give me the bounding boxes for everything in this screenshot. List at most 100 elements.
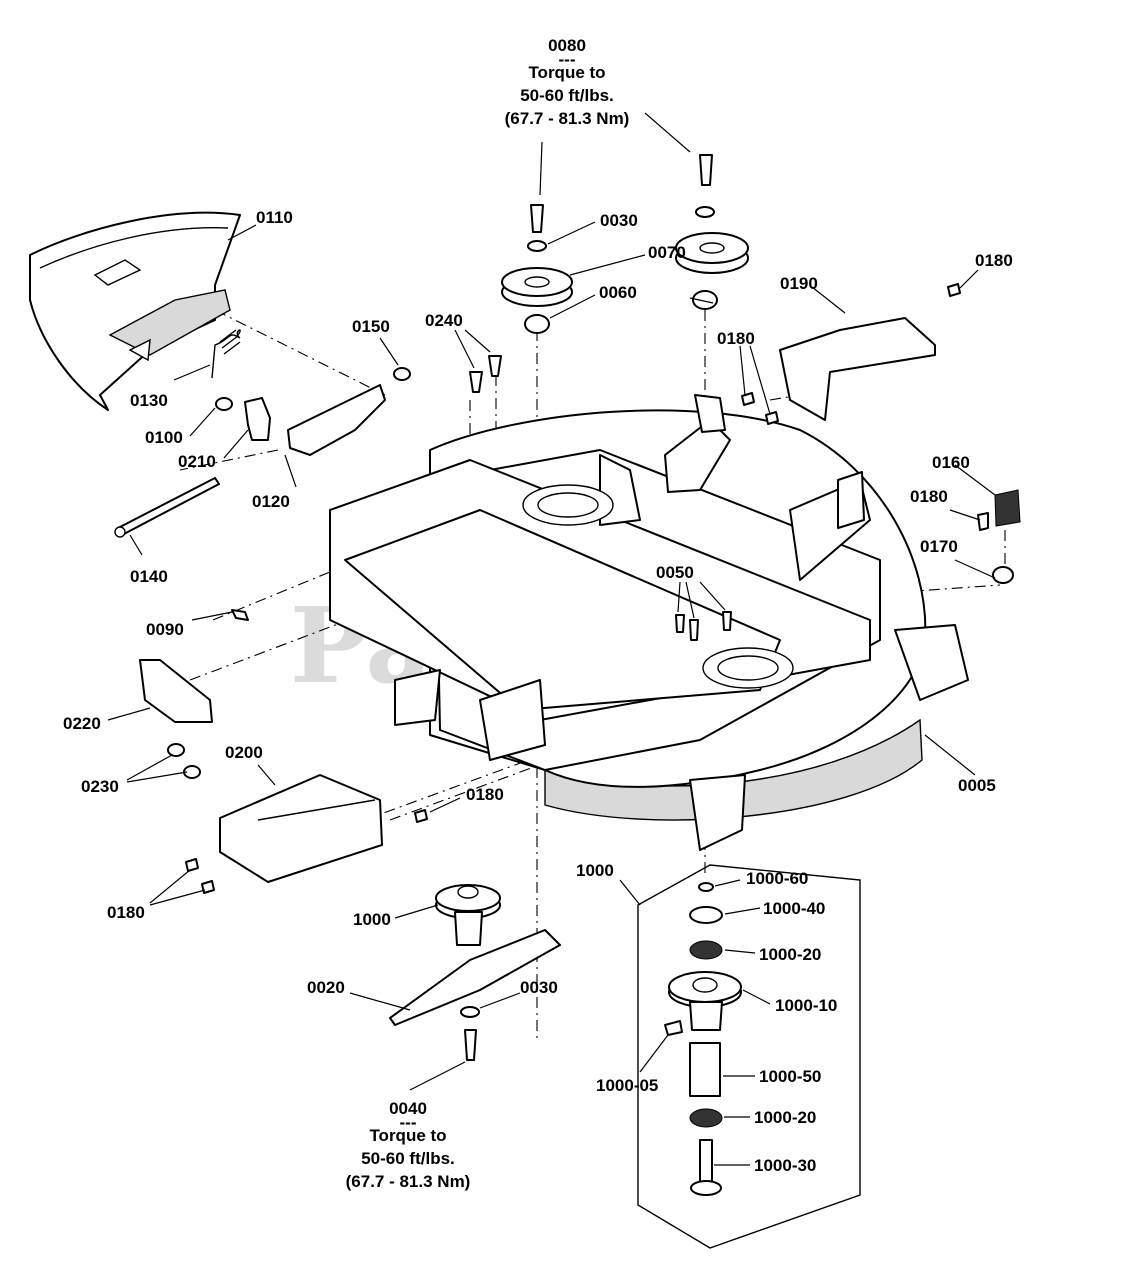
blade-bolt <box>464 1029 477 1061</box>
spacer-right <box>692 290 718 310</box>
label-0140: 0140 <box>130 567 168 586</box>
label-1000-20-lower: 1000-20 <box>754 1108 816 1127</box>
screw-0180-c <box>765 411 779 425</box>
note-top-line1: Torque to <box>528 63 605 82</box>
note-bottom-part: 0040 <box>389 1099 427 1118</box>
label-1000-20-upper: 1000-20 <box>759 945 821 964</box>
label-0050: 0050 <box>656 563 694 582</box>
hinge-rod <box>117 477 220 536</box>
label-0180-center: 0180 <box>717 329 755 348</box>
pulley-bolt-left <box>530 204 544 233</box>
bracket <box>244 397 271 441</box>
label-0180-cover: 0180 <box>466 785 504 804</box>
belt-cover-right <box>779 317 936 421</box>
shaft-head <box>690 1180 722 1196</box>
spacer-tube <box>689 1042 721 1097</box>
label-0200: 0200 <box>225 743 263 762</box>
label-0240: 0240 <box>425 311 463 330</box>
note-bottom-line1: Torque to <box>369 1126 446 1145</box>
carriage-bolt <box>231 609 249 621</box>
label-0170: 0170 <box>920 537 958 556</box>
screw-0180-f <box>201 880 215 894</box>
torque-note-top: 0080 --- Torque to 50-60 ft/lbs. (67.7 -… <box>505 36 630 128</box>
discharge-chute <box>29 211 241 411</box>
screw-0050-c <box>722 611 732 631</box>
label-0210: 0210 <box>178 452 216 471</box>
detail-frame <box>637 864 861 1249</box>
bearing-upper <box>689 940 723 960</box>
mower-deck <box>329 394 969 851</box>
label-0230: 0230 <box>81 777 119 796</box>
screw-0050-a <box>675 614 685 633</box>
label-0120: 0120 <box>252 492 290 511</box>
label-1000-40: 1000-40 <box>763 899 825 918</box>
label-0060: 0060 <box>599 283 637 302</box>
chute-bracket <box>139 659 213 723</box>
washer-left <box>527 240 547 252</box>
label-0150: 0150 <box>352 317 390 336</box>
flange-nut <box>167 743 185 757</box>
label-0005: 0005 <box>958 776 996 795</box>
spring <box>211 329 241 379</box>
label-0180-right: 0180 <box>910 487 948 506</box>
label-0090: 0090 <box>146 620 184 639</box>
spindle-assembly <box>435 884 501 946</box>
seal <box>689 906 723 924</box>
note-bottom-line3: (67.7 - 81.3 Nm) <box>346 1172 471 1191</box>
label-1000-60: 1000-60 <box>746 869 808 888</box>
label-0070: 0070 <box>648 243 686 262</box>
pulley-left <box>501 267 573 307</box>
adjuster-knob <box>994 489 1021 527</box>
screw-0180-a <box>947 283 961 297</box>
spindle-shaft <box>699 1139 713 1184</box>
screw-0050-b <box>689 619 699 641</box>
label-1000-10: 1000-10 <box>775 996 837 1015</box>
nut-0150 <box>393 367 411 381</box>
label-0160: 0160 <box>932 453 970 472</box>
pulley-right <box>675 232 749 274</box>
label-0190: 0190 <box>780 274 818 293</box>
label-0020: 0020 <box>307 978 345 997</box>
screw-0180-e <box>185 858 199 872</box>
spindle-housing <box>668 971 742 1031</box>
part-labels: 0110 0130 0100 0210 0120 0150 0240 0140 … <box>63 208 1013 1175</box>
pulley-bolt-right <box>699 154 713 186</box>
torque-note-bottom: 0040 --- Torque to 50-60 ft/lbs. (67.7 -… <box>346 1099 471 1191</box>
label-0030-bottom: 0030 <box>520 978 558 997</box>
nut <box>215 397 233 411</box>
note-top-sep: --- <box>559 50 576 69</box>
note-bottom-sep: --- <box>400 1113 417 1132</box>
bearing-lower <box>689 1108 723 1128</box>
grease-fitting <box>664 1020 683 1036</box>
label-0100: 0100 <box>145 428 183 447</box>
label-1000-05: 1000-05 <box>596 1076 658 1095</box>
label-1000-50: 1000-50 <box>759 1067 821 1086</box>
belt-cover-left <box>219 774 383 883</box>
carriage-bolt-0240 <box>469 371 483 393</box>
washer-right <box>695 206 715 218</box>
label-0180-top-right: 0180 <box>975 251 1013 270</box>
screw-0180-d <box>414 809 428 823</box>
blade-washer <box>460 1006 480 1018</box>
note-top-line3: (67.7 - 81.3 Nm) <box>505 109 630 128</box>
label-0180-left: 0180 <box>107 903 145 922</box>
label-0030-top: 0030 <box>600 211 638 230</box>
adjuster-nut <box>992 566 1014 584</box>
label-0130: 0130 <box>130 391 168 410</box>
hinge-bracket <box>287 384 386 456</box>
screw-0180 <box>977 512 989 531</box>
mower-blade <box>389 929 561 1026</box>
leader-lines <box>107 112 996 1166</box>
note-top-line2: 50-60 ft/lbs. <box>520 86 614 105</box>
note-bottom-line2: 50-60 ft/lbs. <box>361 1149 455 1168</box>
label-1000-detail: 1000 <box>576 861 614 880</box>
spacer-left <box>524 314 550 334</box>
label-1000-spindle: 1000 <box>353 910 391 929</box>
label-0110: 0110 <box>256 208 293 227</box>
carriage-bolt-0240-b <box>488 355 502 377</box>
note-top-part: 0080 <box>548 36 586 55</box>
snap-ring <box>698 882 714 892</box>
label-0220: 0220 <box>63 714 101 733</box>
label-1000-30: 1000-30 <box>754 1156 816 1175</box>
